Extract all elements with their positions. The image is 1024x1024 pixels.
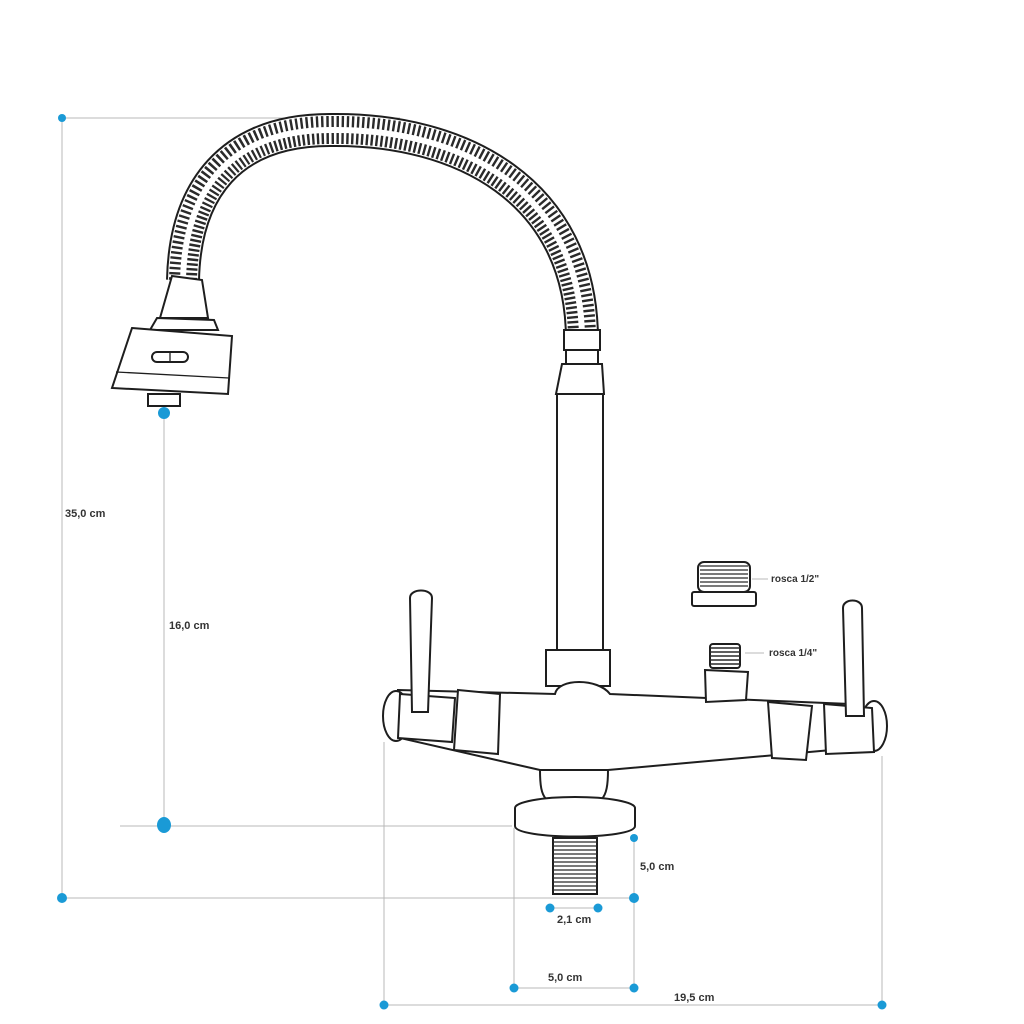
dimension-marker bbox=[630, 834, 638, 842]
total-height-label: 35,0 cm bbox=[65, 508, 106, 520]
dimension-marker bbox=[545, 903, 555, 913]
faucet-base bbox=[514, 796, 636, 895]
thread-quarter-inch-label: rosca 1/4" bbox=[769, 648, 817, 659]
thread-adapter-half-inch bbox=[691, 561, 768, 607]
dimension-marker bbox=[629, 983, 639, 993]
dimension-marker bbox=[629, 893, 639, 903]
spout-height-label: 16,0 cm bbox=[169, 620, 210, 632]
thread-length-label: 5,0 cm bbox=[640, 861, 674, 873]
thread-half-inch-label: rosca 1/2" bbox=[771, 574, 819, 585]
dimension-marker bbox=[877, 1000, 887, 1010]
base-diameter-label: 5,0 cm bbox=[548, 972, 582, 984]
dimension-marker bbox=[158, 407, 170, 419]
flexible-hose bbox=[166, 112, 599, 341]
dimension-marker bbox=[58, 114, 66, 122]
dimension-marker bbox=[379, 1000, 389, 1010]
faucet-pipe bbox=[545, 329, 611, 687]
dimension-marker bbox=[157, 817, 171, 833]
dimension-marker bbox=[57, 893, 67, 903]
dimension-markers bbox=[57, 114, 887, 1010]
dimension-marker bbox=[593, 903, 603, 913]
total-width-label: 19,5 cm bbox=[674, 992, 715, 1004]
thread-diameter-label: 2,1 cm bbox=[557, 914, 591, 926]
dimension-lines bbox=[61, 117, 883, 1006]
spray-head bbox=[110, 274, 234, 407]
faucet-handles bbox=[408, 589, 866, 717]
faucet-body bbox=[382, 643, 888, 808]
dimension-marker bbox=[509, 983, 519, 993]
